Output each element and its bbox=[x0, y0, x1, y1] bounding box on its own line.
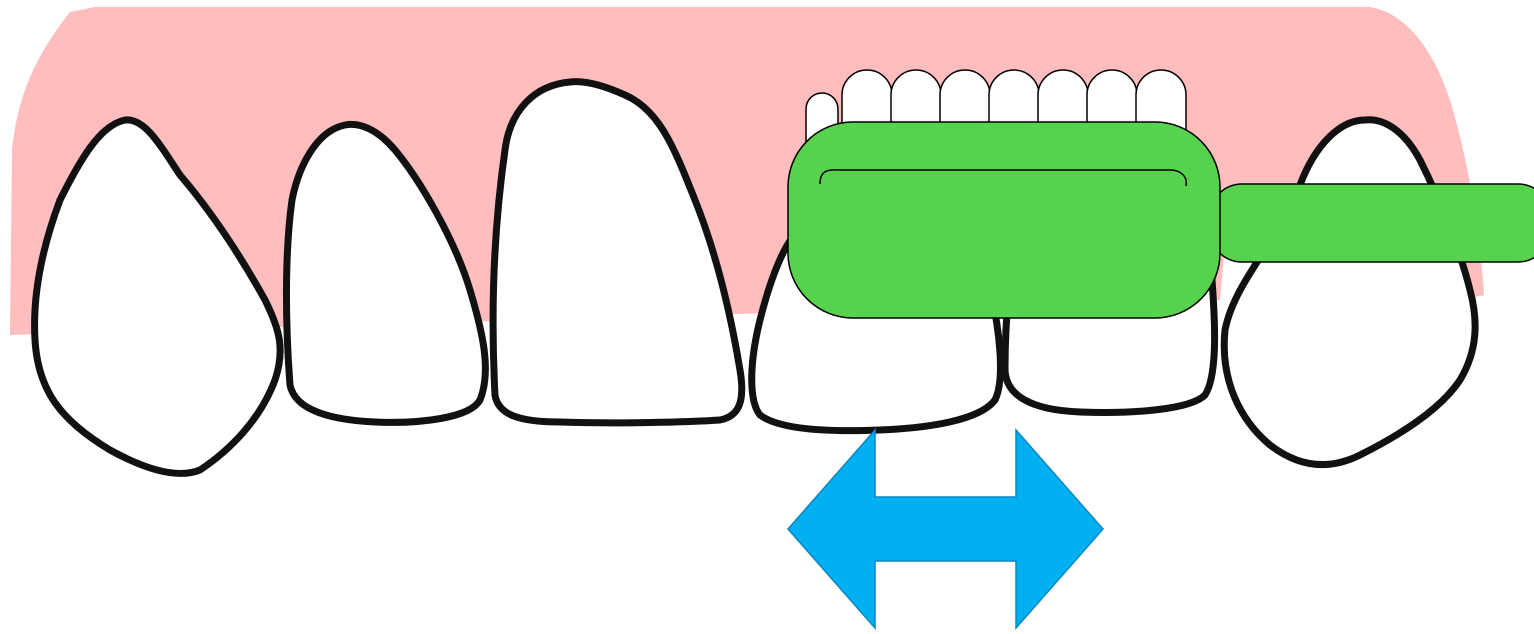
brush-handle bbox=[1210, 184, 1534, 262]
double-arrow-horizontal-icon bbox=[788, 430, 1103, 628]
brush-head bbox=[788, 122, 1220, 318]
